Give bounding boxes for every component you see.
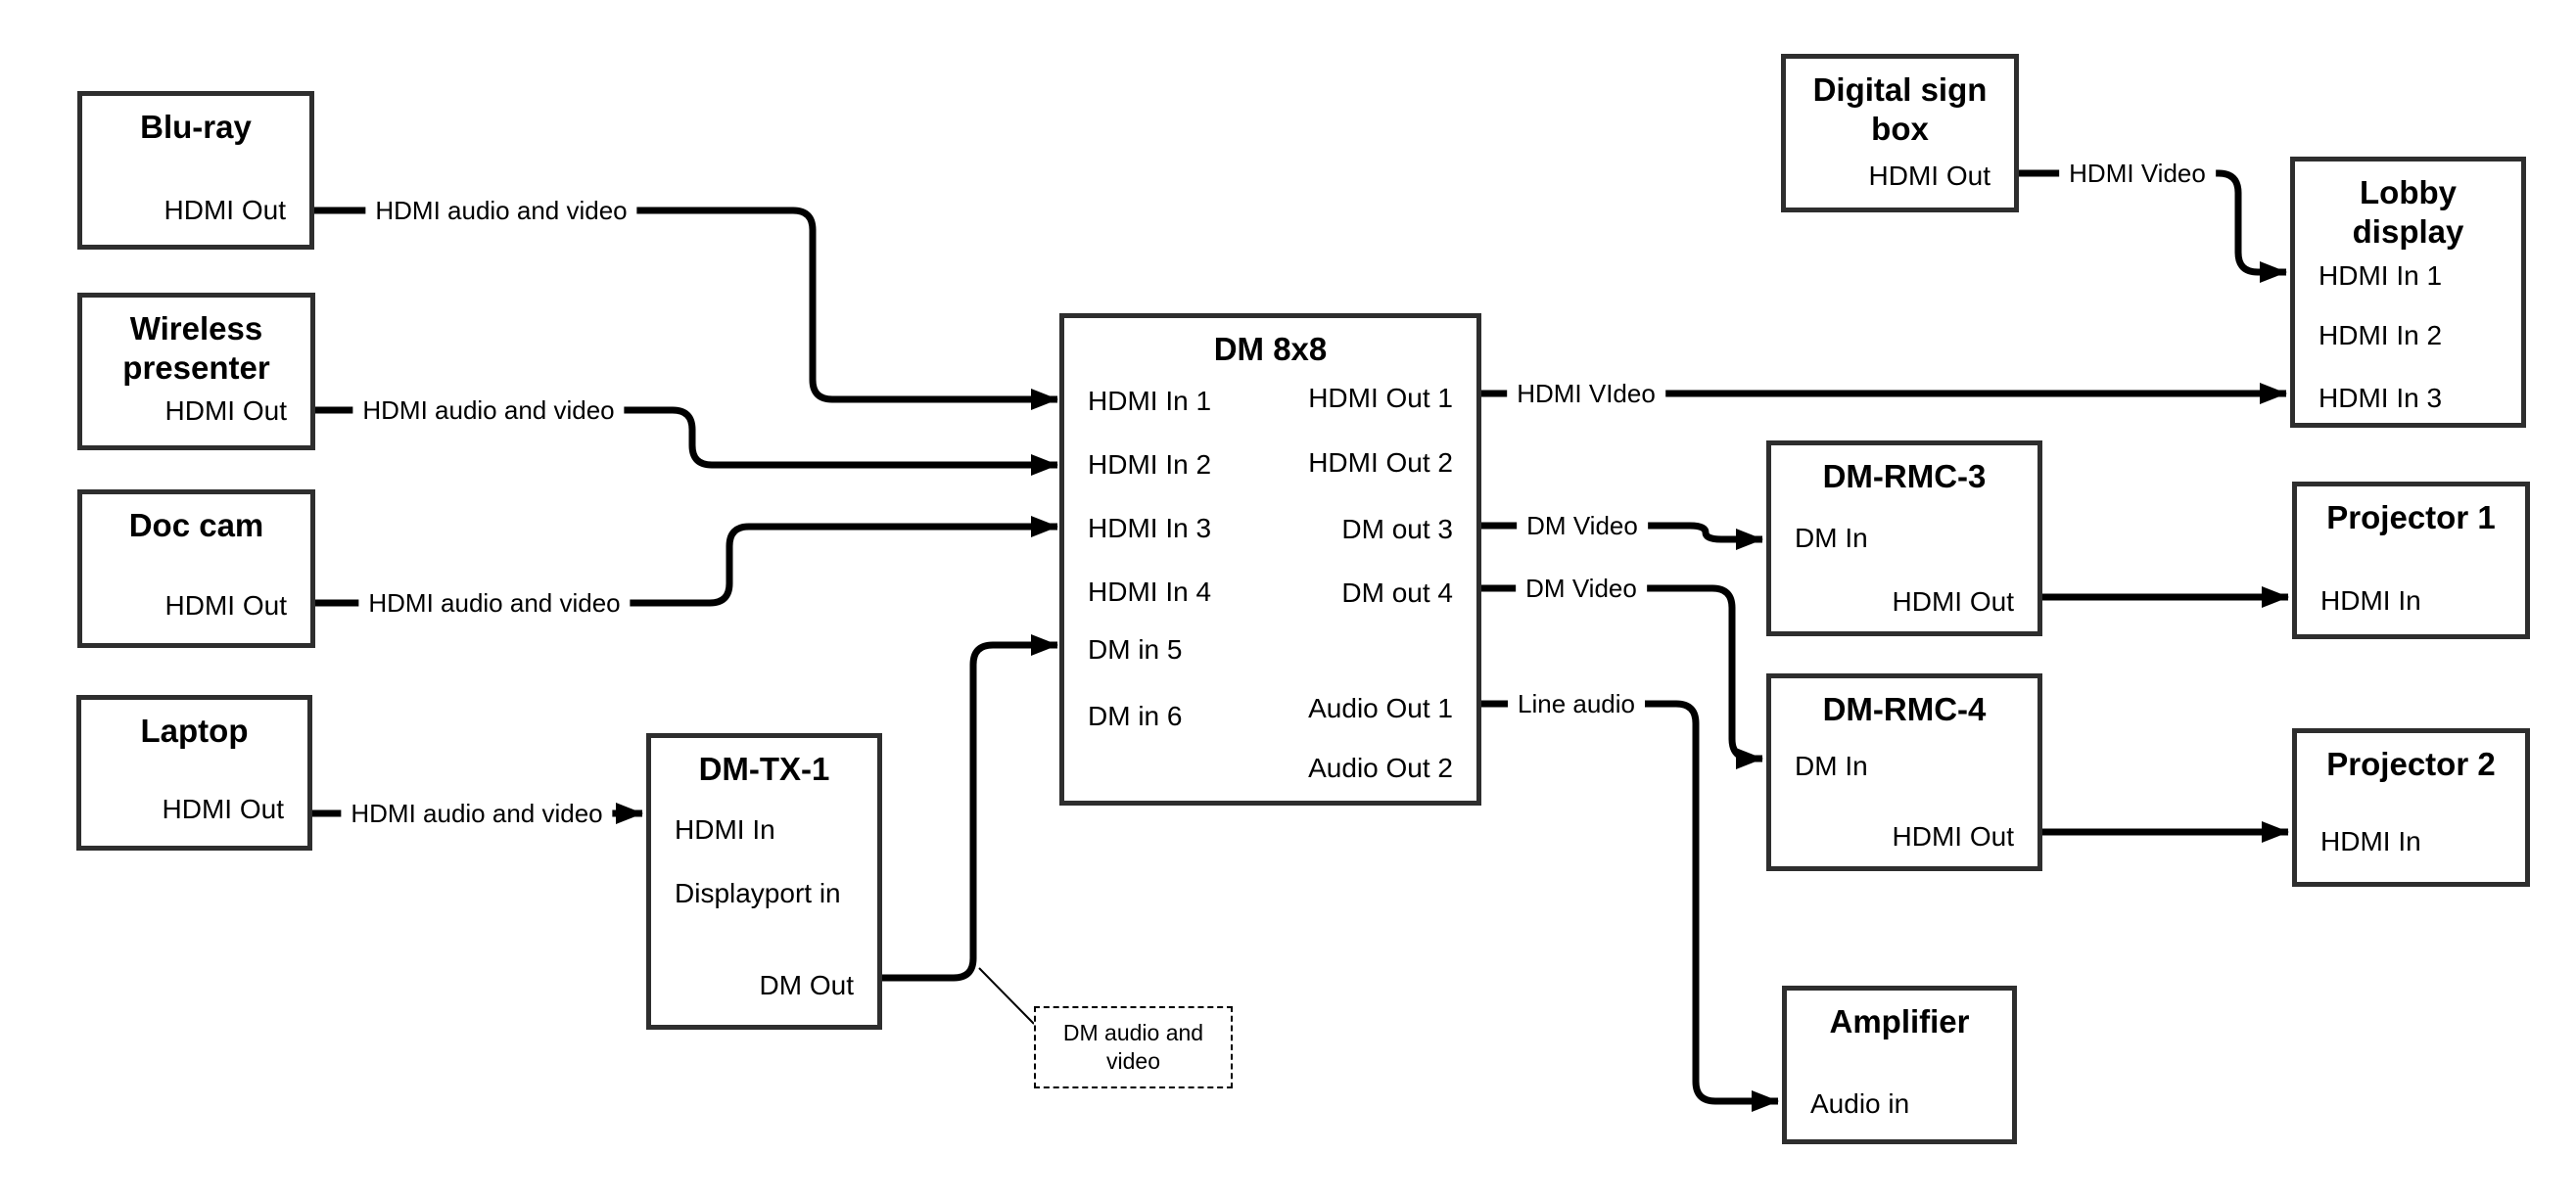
port-dm-out-3: DM out 3 — [1341, 514, 1453, 544]
wire-dm-audioout1-to-amp — [1481, 700, 1779, 1112]
node-title-line: box — [1871, 111, 1929, 147]
node-title: Amplifier — [1787, 1002, 2012, 1041]
wire-label-laptop-to-dmtx1: HDMI audio and video — [341, 799, 613, 828]
wire-wireless-to-dm-in2 — [315, 406, 1058, 476]
port-dm-in-6: DM in 6 — [1088, 701, 1183, 731]
node-title: Blu-ray — [82, 108, 309, 147]
node-title: Projector 2 — [2297, 745, 2525, 784]
wire-label-digitalsign-to-lobby-in1: HDMI Video — [2059, 159, 2216, 188]
node-dm-rmc-3: DM-RMC-3 DM In HDMI Out — [1766, 440, 2042, 636]
port-hdmi-in: HDMI In — [2320, 585, 2421, 616]
node-title-line: DM-RMC-3 — [1822, 458, 1987, 494]
annotation-dm-audio-and-video: DM audio and video — [1034, 1006, 1233, 1088]
port-hdmi-out-1: HDMI Out 1 — [1308, 383, 1453, 413]
wire-digitalsign-to-lobby-in1 — [2019, 169, 2287, 283]
node-title-line: DM-TX-1 — [698, 751, 830, 787]
port-hdmi-out: HDMI Out — [1892, 821, 2014, 852]
node-title-line: Projector 1 — [2326, 499, 2496, 535]
node-title-line: Laptop — [140, 713, 249, 749]
wire-doccam-to-dm-in3 — [315, 516, 1058, 607]
node-title-line: Lobby — [2360, 174, 2457, 210]
port-hdmi-out: HDMI Out — [162, 794, 284, 824]
port-hdmi-out: HDMI Out — [1892, 586, 2014, 617]
node-title: DM-RMC-3 — [1771, 457, 2037, 496]
port-hdmi-in-3: HDMI In 3 — [2318, 383, 2443, 413]
wire-label-dm-out1-to-lobby-in3: HDMI VIdeo — [1507, 379, 1665, 408]
node-title-line: display — [2352, 213, 2464, 250]
port-hdmi-in-3: HDMI In 3 — [1088, 513, 1212, 543]
port-hdmi-in-2: HDMI In 2 — [2318, 320, 2443, 350]
port-dm-in: DM In — [1795, 523, 1868, 553]
node-title-line: Digital sign — [1812, 71, 1988, 108]
node-projector-1: Projector 1 HDMI In — [2292, 482, 2530, 639]
port-dm-in: DM In — [1795, 751, 1868, 781]
node-dm-rmc-4: DM-RMC-4 DM In HDMI Out — [1766, 673, 2042, 871]
wire-label-bluray-to-dm-in1: HDMI audio and video — [365, 196, 637, 225]
node-title-line: DM 8x8 — [1213, 331, 1328, 367]
port-dm-in-5: DM in 5 — [1088, 634, 1183, 665]
node-title-line: Blu-ray — [140, 109, 252, 145]
node-title: Doc cam — [82, 506, 310, 545]
node-projector-2: Projector 2 HDMI In — [2292, 728, 2530, 887]
annotation-line: DM audio and — [1062, 1020, 1204, 1045]
node-title-line: Amplifier — [1829, 1003, 1970, 1039]
node-title-line: DM-RMC-4 — [1822, 691, 1987, 727]
port-dm-out-4: DM out 4 — [1341, 577, 1453, 608]
annotation-leader-line — [978, 967, 1035, 1025]
port-hdmi-out: HDMI Out — [164, 195, 286, 225]
wire-dm-out3-to-rmc3 — [1481, 522, 1763, 550]
annotation-line: video — [1106, 1048, 1160, 1074]
port-hdmi-in-1: HDMI In 1 — [1088, 386, 1212, 416]
node-title-line: Wireless — [129, 310, 263, 346]
node-title-line: Projector 2 — [2326, 746, 2496, 782]
port-hdmi-out: HDMI Out — [164, 590, 287, 621]
port-hdmi-in-2: HDMI In 2 — [1088, 449, 1212, 480]
wire-label-dm-audioout1-to-amp: Line audio — [1508, 689, 1645, 718]
node-title-line: presenter — [122, 349, 270, 386]
wire-bluray-to-dm-in1 — [314, 207, 1058, 410]
port-hdmi-in: HDMI In — [675, 814, 775, 845]
port-hdmi-out: HDMI Out — [1868, 161, 1991, 191]
port-displayport-in: Displayport in — [675, 878, 841, 908]
port-hdmi-in: HDMI In — [2320, 826, 2421, 856]
node-title-line: Doc cam — [128, 507, 264, 543]
port-hdmi-out-2: HDMI Out 2 — [1308, 447, 1453, 478]
port-dm-out: DM Out — [759, 970, 854, 1000]
node-title: Laptop — [81, 712, 307, 751]
port-audio-out-1: Audio Out 1 — [1308, 693, 1453, 723]
port-audio-out-2: Audio Out 2 — [1308, 753, 1453, 783]
node-title: DM-TX-1 — [651, 750, 877, 789]
node-title: Projector 1 — [2297, 498, 2525, 537]
port-hdmi-out: HDMI Out — [164, 395, 287, 426]
wire-label-wireless-to-dm-in2: HDMI audio and video — [352, 395, 625, 425]
wire-dmtx1-to-dm-in5 — [882, 634, 1058, 982]
node-title: DM-RMC-4 — [1771, 690, 2037, 729]
port-audio-in: Audio in — [1810, 1088, 1910, 1119]
wire-label-doccam-to-dm-in3: HDMI audio and video — [358, 588, 631, 618]
node-title: DM 8x8 — [1064, 330, 1476, 369]
port-hdmi-in-4: HDMI In 4 — [1088, 577, 1212, 607]
wire-dm-out4-to-rmc4 — [1481, 584, 1763, 769]
wire-label-dm-out4-to-rmc4: DM Video — [1516, 574, 1647, 603]
wire-label-dm-out3-to-rmc3: DM Video — [1517, 511, 1648, 540]
port-hdmi-in-1: HDMI In 1 — [2318, 260, 2443, 291]
